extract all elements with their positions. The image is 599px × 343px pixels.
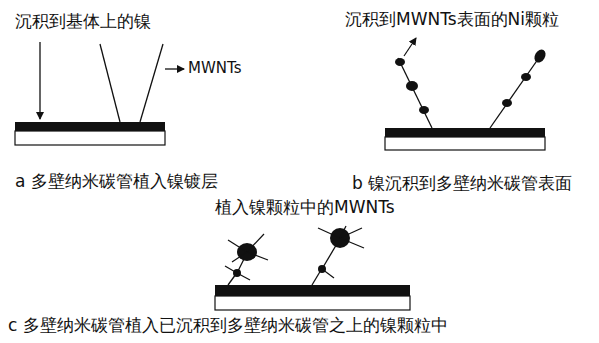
panel-c	[215, 226, 410, 310]
caption-label: c 多壁纳米碳管植入已沉积到多壁纳米碳管之上的镍颗粒中	[8, 316, 448, 336]
note-label: 沉积到基体上的镍	[15, 12, 151, 32]
panel-a	[15, 42, 184, 145]
panel-b	[385, 38, 548, 150]
caption-label: b 镍沉积到多壁纳米碳管表面	[352, 174, 572, 194]
note-label: 沉积到MWNTs表面的Ni颗粒	[345, 10, 559, 30]
caption-label: a 多壁纳米碳管植入镍镀层	[15, 172, 218, 192]
part-label: MWNTs	[188, 60, 242, 77]
note-label: 植入镍颗粒中的MWNTs	[215, 198, 395, 218]
